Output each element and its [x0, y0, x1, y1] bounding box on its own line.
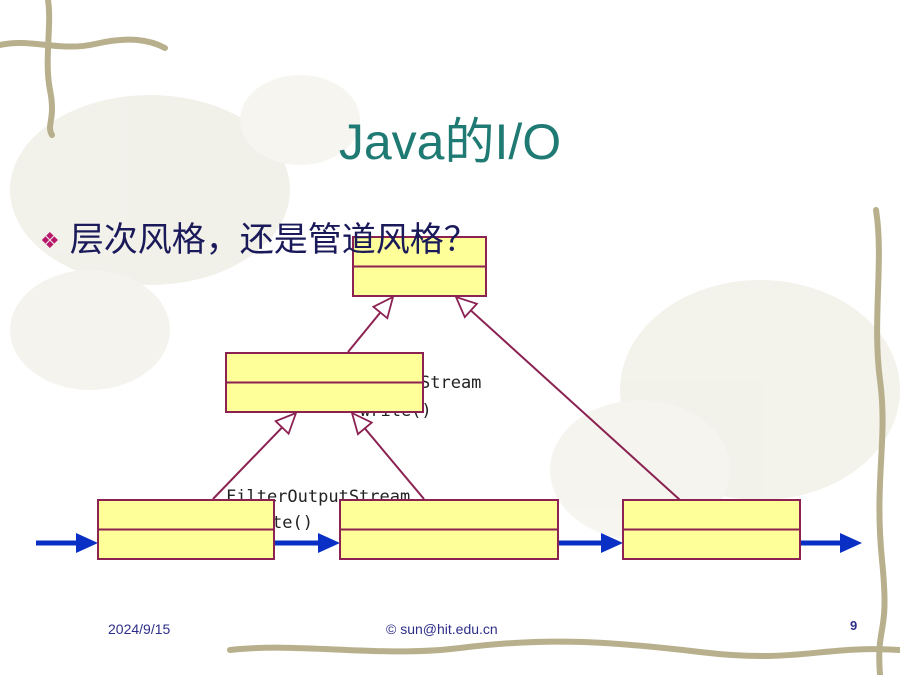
inheritance-arrowhead-bottom-middle-to-middle	[350, 411, 374, 436]
class-box-top	[352, 236, 487, 297]
bullet-text: 层次风格，还是管道风格？	[69, 220, 478, 260]
vine-decoration-top-left	[0, 0, 168, 138]
footer-date: 2024/9/15	[108, 621, 171, 637]
inheritance-edges	[212, 295, 681, 501]
label-middle-class-name: Stream	[420, 373, 481, 393]
class-box-bottom-left	[97, 499, 275, 560]
pipe-arrow-head-2	[601, 533, 623, 553]
inheritance-line-bottom-middle-to-middle	[364, 427, 425, 500]
pipe-flow-arrows	[36, 533, 862, 553]
class-box-middle	[225, 352, 424, 413]
pipe-arrow-head-3	[840, 533, 862, 553]
bullet-diamond-icon: ❖	[40, 229, 60, 254]
inheritance-arrowhead-middle-to-top	[371, 295, 395, 320]
slide-title: Java的I/O	[338, 114, 562, 170]
class-box-bottom-middle	[339, 499, 559, 560]
class-boxes	[97, 236, 801, 560]
inheritance-arrowhead-bottom-right-to-top	[454, 295, 479, 319]
vine-decoration-bottom	[227, 638, 900, 660]
footer-author: © sun@hit.edu.cn	[386, 621, 498, 637]
label-filter-class-operation: te()	[272, 513, 313, 533]
pipe-arrow-head-0	[76, 533, 98, 553]
inheritance-line-bottom-left-to-middle	[212, 426, 283, 500]
inheritance-line-middle-to-top	[347, 311, 382, 353]
vine-decoration-right	[873, 207, 888, 675]
background-foliage-decoration	[10, 75, 900, 540]
pipe-arrow-head-1	[318, 533, 340, 553]
bullet-item: ❖ 层次风格，还是管道风格？	[40, 212, 478, 261]
page-number: 9	[850, 618, 858, 633]
inheritance-arrowhead-bottom-left-to-middle	[274, 411, 298, 436]
class-box-bottom-right	[622, 499, 801, 560]
inheritance-line-bottom-right-to-top	[470, 309, 681, 501]
